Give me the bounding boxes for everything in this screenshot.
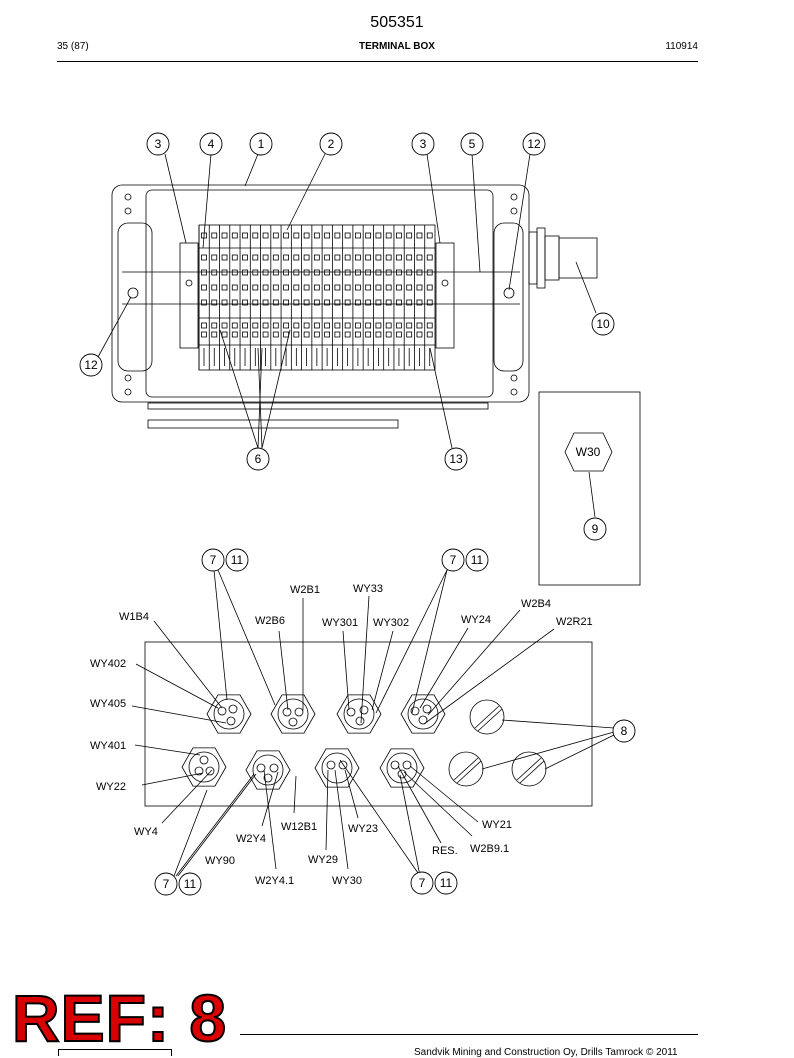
svg-text:2: 2 xyxy=(328,137,335,151)
svg-text:13: 13 xyxy=(449,452,463,466)
svg-text:7: 7 xyxy=(163,877,170,891)
wire-label: WY24 xyxy=(461,614,491,626)
cable-gland-hex xyxy=(181,747,227,787)
svg-text:7: 7 xyxy=(450,553,457,567)
callout-balloon: 11 xyxy=(465,548,489,572)
wire-label: W12B1 xyxy=(281,821,317,833)
callout-balloon: 13 xyxy=(444,447,468,471)
wire-label: W2Y4 xyxy=(236,833,266,845)
callout-balloon: 7 xyxy=(410,871,434,895)
footer-rule xyxy=(240,1034,698,1035)
svg-text:11: 11 xyxy=(184,877,197,891)
plug-label: W30 xyxy=(576,445,601,459)
svg-text:6: 6 xyxy=(255,452,262,466)
bottom-leaders xyxy=(131,569,615,877)
top-leaders xyxy=(97,153,597,449)
svg-text:3: 3 xyxy=(420,137,427,151)
blanking-plugs xyxy=(448,699,547,787)
svg-text:11: 11 xyxy=(440,876,453,890)
svg-text:7: 7 xyxy=(419,876,426,890)
enclosure-outline xyxy=(111,184,530,403)
svg-text:7: 7 xyxy=(210,553,217,567)
wire-label: WY22 xyxy=(96,781,126,793)
header-rule xyxy=(57,61,698,62)
callout-balloon: 8 xyxy=(612,719,636,743)
svg-text:3: 3 xyxy=(155,137,162,151)
wire-label: W1B4 xyxy=(119,611,149,623)
wire-label: WY302 xyxy=(373,617,409,629)
gland-plate xyxy=(144,641,593,807)
wire-label: W2B6 xyxy=(255,615,285,627)
svg-text:10: 10 xyxy=(596,317,610,331)
svg-text:11: 11 xyxy=(231,553,244,567)
svg-text:8: 8 xyxy=(621,724,628,738)
callout-balloon: 11 xyxy=(225,548,249,572)
wire-label: WY405 xyxy=(90,698,126,710)
callout-balloon: 10 xyxy=(591,312,615,336)
wire-label: WY4 xyxy=(134,826,158,838)
wire-label: W2Y4.1 xyxy=(255,875,294,887)
svg-text:4: 4 xyxy=(208,137,215,151)
callout-balloon: 7 xyxy=(154,872,178,896)
wire-label: RES. xyxy=(432,845,458,857)
callout-balloon: 4 xyxy=(199,132,223,156)
end-clamp-right xyxy=(435,242,455,349)
callout-balloon: 5 xyxy=(460,132,484,156)
wire-label: WY301 xyxy=(322,617,358,629)
svg-text:12: 12 xyxy=(84,358,98,372)
part-number: 505351 xyxy=(370,14,424,31)
end-clamp-left xyxy=(179,242,199,349)
svg-text:12: 12 xyxy=(527,137,541,151)
cable-gland-hex xyxy=(379,748,425,788)
svg-text:11: 11 xyxy=(471,553,484,567)
page-indicator: 35 (87) xyxy=(57,41,89,52)
wire-label: WY23 xyxy=(348,823,378,835)
wire-label: WY33 xyxy=(353,583,383,595)
cable-gland-hex xyxy=(270,694,316,734)
callout-balloon: 7 xyxy=(441,548,465,572)
cable-gland xyxy=(528,227,598,289)
wire-label: W2B9.1 xyxy=(470,843,509,855)
wire-label: W2B4 xyxy=(521,598,551,610)
svg-text:5: 5 xyxy=(469,137,476,151)
cable-gland-hex xyxy=(245,750,291,790)
svg-text:9: 9 xyxy=(592,522,599,536)
callout-balloon: 12 xyxy=(522,132,546,156)
cable-gland-hex xyxy=(314,748,360,788)
callout-balloon: 3 xyxy=(411,132,435,156)
cable-gland-hex xyxy=(400,694,446,734)
page-title: TERMINAL BOX xyxy=(359,41,435,52)
wire-label: WY30 xyxy=(332,875,362,887)
callout-balloon: 3 xyxy=(146,132,170,156)
w30-plug-hex xyxy=(564,432,613,472)
wire-label: WY29 xyxy=(308,854,338,866)
callout-balloon: 7 xyxy=(201,548,225,572)
callout-balloon: 2 xyxy=(319,132,343,156)
wire-label: WY90 xyxy=(205,855,235,867)
revision-date: 110914 xyxy=(665,41,698,52)
callout-balloon: 6 xyxy=(246,447,270,471)
wire-label: WY401 xyxy=(90,740,126,752)
callout-balloon: 9 xyxy=(583,517,607,541)
callout-balloon: 11 xyxy=(434,871,458,895)
callout-balloon: 1 xyxy=(249,132,273,156)
cable-gland-hex xyxy=(336,694,382,734)
wire-label: W2B1 xyxy=(290,584,320,596)
detail-frame xyxy=(538,391,641,586)
svg-text:1: 1 xyxy=(258,137,265,151)
wire-label: WY21 xyxy=(482,819,512,831)
wire-label: W2R21 xyxy=(556,616,593,628)
reference-stamp: REF: 8 xyxy=(11,981,228,1055)
lower-connectors xyxy=(147,402,489,429)
callout-balloon: 12 xyxy=(79,353,103,377)
callout-balloon: 11 xyxy=(178,872,202,896)
wire-label: WY402 xyxy=(90,658,126,670)
cable-gland-hex xyxy=(206,694,252,734)
